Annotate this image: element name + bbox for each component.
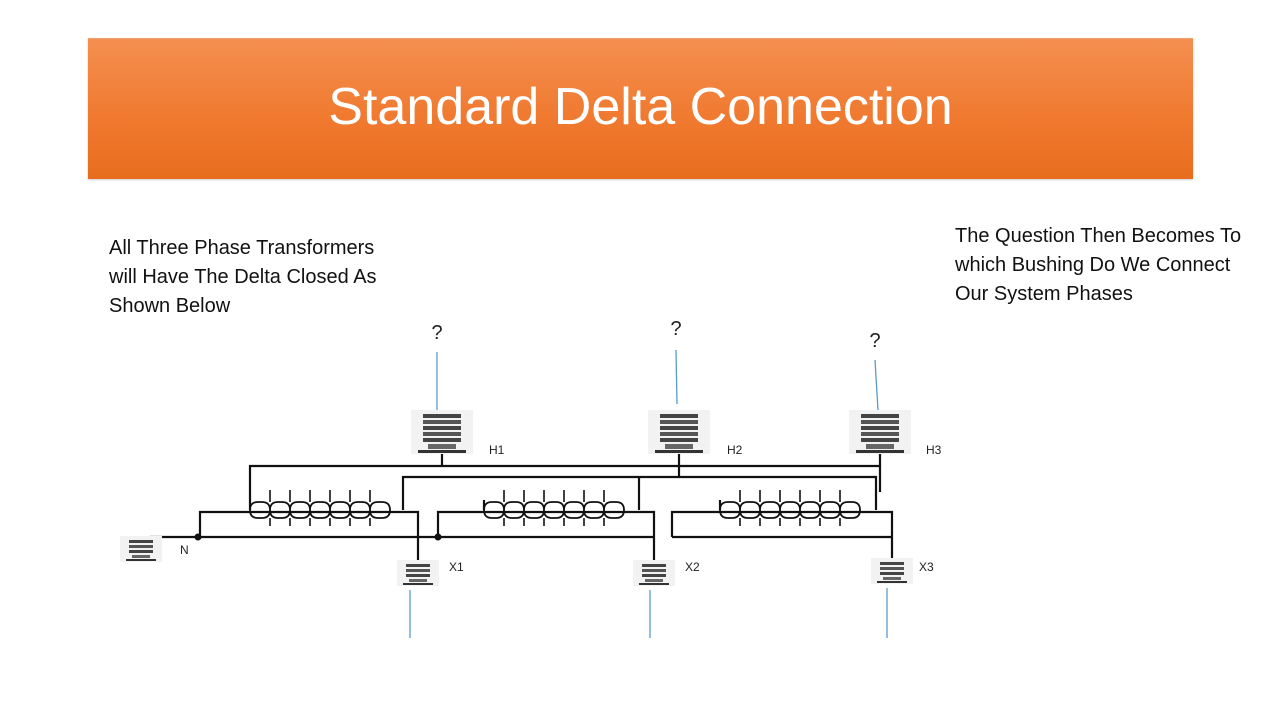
label-h3: H3: [926, 443, 942, 457]
low-side-leads: [409, 588, 888, 638]
unknown-mark-2: ?: [670, 318, 681, 340]
coil-ticks: [269, 490, 841, 526]
primary-coil-3: [719, 501, 861, 511]
bushing-x1: [397, 560, 439, 586]
bushing-x3: [871, 558, 913, 584]
label-x3: X3: [919, 560, 934, 574]
bushing-h2: [648, 410, 710, 454]
primary-coil-2: [483, 501, 625, 511]
slide-title: Standard Delta Connection: [328, 78, 953, 136]
bushing-h3: [849, 410, 911, 454]
unknown-mark-3: ?: [869, 330, 880, 352]
bushing-n: [120, 536, 162, 562]
label-n: N: [180, 543, 189, 557]
label-h1: H1: [489, 443, 505, 457]
bushing-h1: [411, 410, 473, 454]
unknown-mark-1: ?: [431, 322, 442, 344]
label-x1: X1: [449, 560, 464, 574]
primary-coil-1: [249, 501, 391, 511]
label-h2: H2: [727, 443, 743, 457]
delta-wiring: [150, 454, 894, 560]
bushing-x2: [633, 560, 675, 586]
high-side-leads: [436, 349, 879, 411]
note-left: All Three Phase Transformers will Have T…: [109, 237, 377, 317]
title-banner: Standard Delta Connection: [88, 38, 1193, 179]
note-right: The Question Then Becomes To which Bushi…: [955, 225, 1242, 305]
label-x2: X2: [685, 560, 700, 574]
